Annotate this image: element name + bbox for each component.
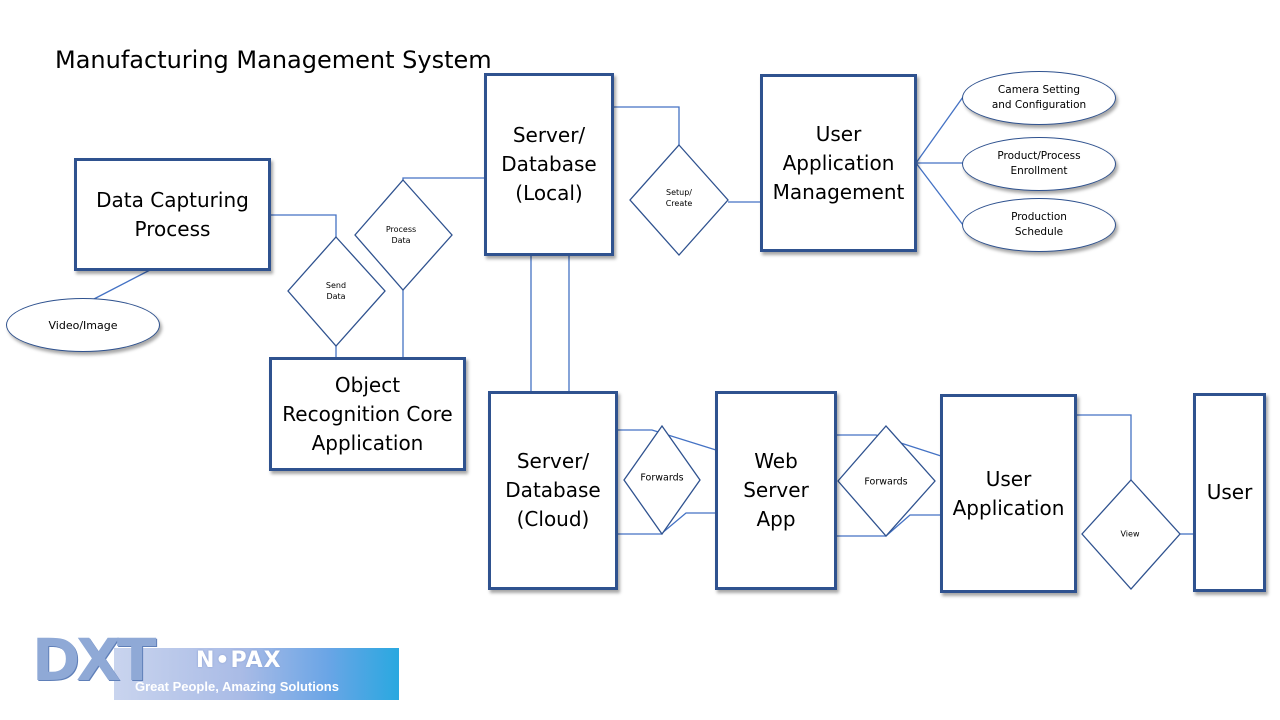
server-local-label: Server/ Database (Local) bbox=[501, 123, 597, 205]
object-recognition-label: Object Recognition Core Application bbox=[282, 372, 453, 455]
user-app-management-box[interactable]: User Application Management bbox=[760, 74, 917, 252]
connector-app-view bbox=[1076, 414, 1132, 480]
data-capturing-box[interactable]: Data Capturing Process bbox=[74, 158, 271, 271]
forwards-diamond-2 bbox=[837, 425, 936, 537]
logo-band bbox=[114, 648, 399, 700]
object-recognition-box[interactable]: Object Recognition Core Application bbox=[269, 357, 466, 471]
user-application-box[interactable]: User Application bbox=[940, 394, 1077, 593]
user-box[interactable]: User bbox=[1193, 393, 1266, 592]
camera-setting-label: Camera Setting and Configuration bbox=[991, 84, 1087, 111]
relationship-diamonds bbox=[287, 144, 1181, 590]
view-diamond bbox=[1081, 479, 1181, 590]
server-cloud-box[interactable]: Server/ Database (Cloud) bbox=[488, 391, 618, 590]
forwards-diamond-1 bbox=[623, 424, 701, 536]
connector-web-fwd2-bottom bbox=[836, 514, 941, 537]
connector-local-setup bbox=[613, 106, 680, 145]
connector-capture-video bbox=[91, 269, 151, 301]
product-enrollment-label: Product/Process Enrollment bbox=[997, 150, 1081, 177]
connector-process-local bbox=[402, 177, 485, 180]
connector-mgmt-camera bbox=[915, 96, 964, 164]
process-data-label: Process Data bbox=[385, 225, 417, 245]
send-data-diamond bbox=[287, 236, 386, 347]
video-image-label: Video/Image bbox=[48, 318, 118, 332]
connector-mgmt-schedule bbox=[915, 162, 964, 226]
logo-brand: N•PAX bbox=[196, 648, 282, 673]
user-label: User bbox=[1206, 480, 1253, 504]
product-enrollment-ellipse[interactable]: Product/Process Enrollment bbox=[962, 137, 1116, 191]
user-app-management-label: User Application Management bbox=[772, 121, 905, 204]
connector-cloud-fwd1-bottom bbox=[617, 512, 716, 535]
server-local-box[interactable]: Server/ Database (Local) bbox=[484, 73, 614, 256]
video-image-ellipse[interactable]: Video/Image bbox=[6, 298, 160, 352]
server-cloud-label: Server/ Database (Cloud) bbox=[505, 449, 601, 531]
user-application-label: User Application bbox=[952, 466, 1065, 520]
connectors bbox=[91, 96, 1194, 537]
web-server-box[interactable]: Web Server App bbox=[715, 391, 837, 590]
process-data-diamond bbox=[354, 179, 453, 291]
forwards-label-1: Forwards bbox=[640, 472, 684, 484]
logo-tagline: Great People, Amazing Solutions bbox=[135, 679, 339, 694]
data-capturing-label: Data Capturing Process bbox=[96, 187, 249, 241]
connector-web-fwd2-top bbox=[836, 434, 942, 457]
company-logo: DXT N•PAX Great People, Amazing Solution… bbox=[30, 626, 399, 704]
camera-setting-ellipse[interactable]: Camera Setting and Configuration bbox=[962, 71, 1116, 125]
connector-cloud-fwd1-top bbox=[617, 429, 717, 451]
page-title: Manufacturing Management System bbox=[55, 46, 492, 74]
send-data-label: Send Data bbox=[325, 281, 347, 301]
connector-capture-send bbox=[270, 214, 337, 237]
view-label: View bbox=[1120, 529, 1140, 539]
web-server-label: Web Server App bbox=[743, 449, 809, 531]
production-schedule-ellipse[interactable]: Production Schedule bbox=[962, 198, 1116, 252]
setup-create-label: Setup/ Create bbox=[665, 188, 693, 208]
production-schedule-label: Production Schedule bbox=[1011, 211, 1067, 238]
setup-create-diamond bbox=[629, 144, 729, 256]
logo-mark: DXT bbox=[32, 626, 156, 694]
forwards-label-2: Forwards bbox=[864, 476, 908, 488]
